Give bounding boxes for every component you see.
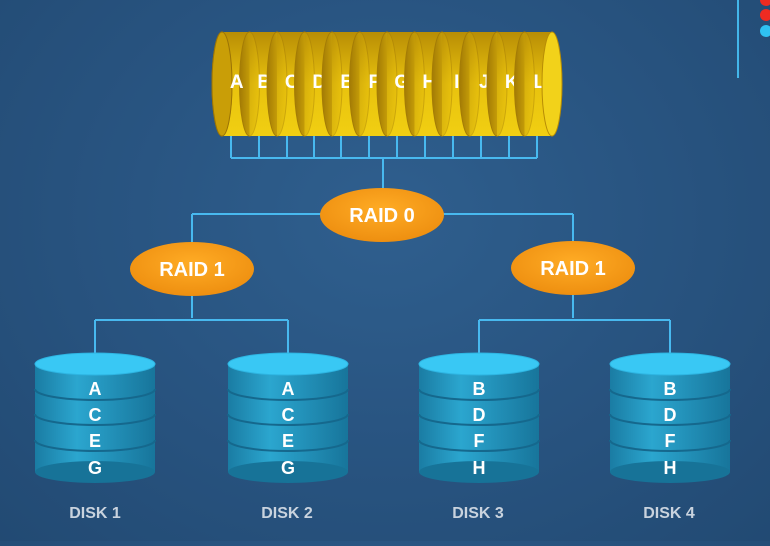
disk-top — [227, 352, 349, 376]
disk-letter: G — [281, 458, 295, 478]
disk-platter-ring — [418, 439, 540, 452]
disk-letter: C — [282, 405, 295, 425]
disk-platter-ring — [227, 413, 349, 426]
raid0-oval-shape — [320, 188, 444, 242]
disk-platter-ring — [227, 439, 349, 452]
disk-letter: A — [89, 379, 102, 399]
disk-platter-ring — [418, 388, 540, 401]
accent-red-dot — [760, 9, 770, 21]
disk-platter-ring — [418, 413, 540, 426]
stripe-letter: J — [479, 72, 490, 93]
disk-platter-ring — [34, 388, 156, 401]
disk-letter: H — [473, 458, 486, 478]
disk-letter: H — [664, 458, 677, 478]
stripe-letter: F — [368, 72, 380, 93]
disk-body — [610, 364, 730, 472]
raid1-left-oval-shape — [130, 242, 254, 296]
raid-ovals: RAID 0 RAID 1 RAID 1 — [130, 188, 635, 296]
disk-2-label: DISK 2 — [261, 505, 313, 522]
disk-letter: C — [89, 405, 102, 425]
accent-cyan-dot — [760, 25, 770, 37]
raid1-left-oval-label: RAID 1 — [159, 259, 225, 281]
disk-platter-ring — [609, 439, 731, 452]
disk-letter: G — [88, 458, 102, 478]
disk-bottom — [228, 461, 348, 483]
disk-letter: B — [473, 379, 486, 399]
disk-top — [418, 352, 540, 376]
disk-letter: B — [664, 379, 677, 399]
disk-platter-ring — [227, 388, 349, 401]
disk-top — [609, 352, 731, 376]
disk-platter-ring — [34, 413, 156, 426]
disk-letter: E — [282, 431, 294, 451]
disk-bottom — [35, 461, 155, 483]
raid1-right-oval-label: RAID 1 — [540, 258, 606, 280]
disk-body — [228, 364, 348, 472]
disk-letter: D — [664, 405, 677, 425]
stripe-letter: A — [230, 72, 244, 93]
disk-platter-ring — [609, 388, 731, 401]
raid0-oval-label: RAID 0 — [349, 205, 415, 227]
disk-body — [419, 364, 539, 472]
disk-letter: D — [473, 405, 486, 425]
disk-letter: F — [474, 431, 485, 451]
stripe-letter: I — [454, 72, 459, 93]
disk-bottom — [419, 461, 539, 483]
accent-vertical-line — [737, 0, 739, 78]
stripe-end-cap — [541, 31, 563, 137]
disk-1-label: DISK 1 — [69, 505, 121, 522]
disk-body — [35, 364, 155, 472]
disk-letter: E — [89, 431, 101, 451]
disk-top — [34, 352, 156, 376]
disk-3-label: DISK 3 — [452, 505, 504, 522]
disk-bottom — [610, 461, 730, 483]
disk-platter-ring — [34, 439, 156, 452]
accent-red-dot-top — [760, 0, 770, 6]
disk-4-label: DISK 4 — [643, 505, 695, 522]
disk-platter-ring — [609, 413, 731, 426]
disk-letter: F — [665, 431, 676, 451]
stripe-start-cap — [211, 31, 233, 137]
raid1-right-oval-shape — [511, 241, 635, 295]
disk-letter: A — [282, 379, 295, 399]
connector-lines — [94, 136, 671, 356]
